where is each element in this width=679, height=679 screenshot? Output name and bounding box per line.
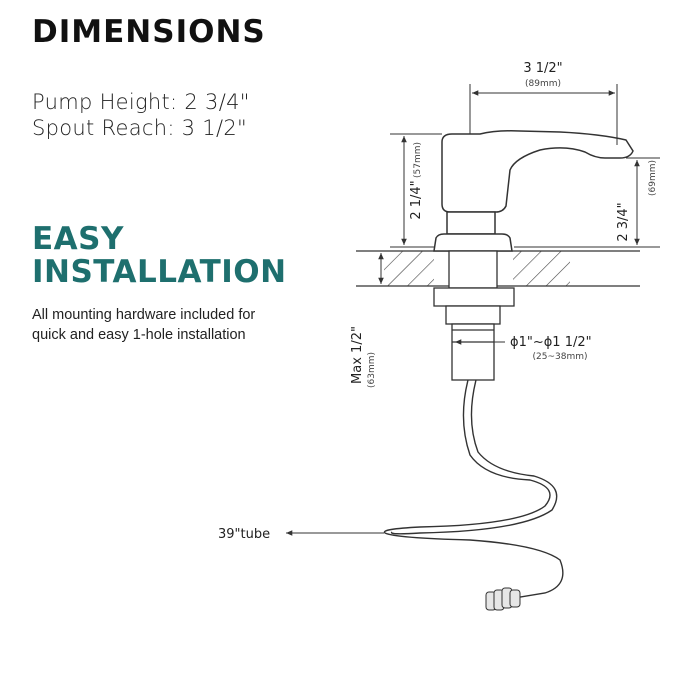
- total-height-mm-label: (69mm): [648, 160, 658, 196]
- thickness-label: Max 1/2": [350, 326, 365, 384]
- upper-height-label: 2 1/4": [409, 180, 424, 219]
- tube: [383, 379, 564, 601]
- pump-shank: [433, 250, 515, 381]
- spout-reach-text: Spout Reach: 3 1/2": [32, 116, 247, 140]
- installation-title: INSTALLATION: [32, 254, 287, 290]
- dimensions-title: DIMENSIONS: [32, 14, 266, 50]
- pump-height-text: Pump Height: 2 3/4": [32, 90, 250, 114]
- countertop: [356, 250, 640, 287]
- upper-height-dimension: [390, 133, 442, 248]
- tube-length-label: 39"tube: [218, 527, 270, 542]
- hole-diameter-label: ϕ1"~ϕ1 1/2": [510, 335, 592, 350]
- total-height-dimension: [514, 157, 660, 248]
- upper-height-mm-label: (57mm): [413, 142, 423, 178]
- reach-dimension: [469, 84, 618, 145]
- thickness-mm-label: (63mm): [367, 352, 377, 388]
- easy-title: EASY: [32, 221, 124, 257]
- install-description: All mounting hardware included for quick…: [32, 307, 256, 343]
- pump-head: [433, 130, 634, 252]
- tube-end-connector: [485, 587, 521, 611]
- reach-label: 3 1/2": [523, 61, 562, 76]
- reach-mm-label: (89mm): [525, 79, 561, 89]
- total-height-label: 2 3/4": [616, 202, 631, 241]
- hole-mm-label: (25~38mm): [532, 352, 587, 362]
